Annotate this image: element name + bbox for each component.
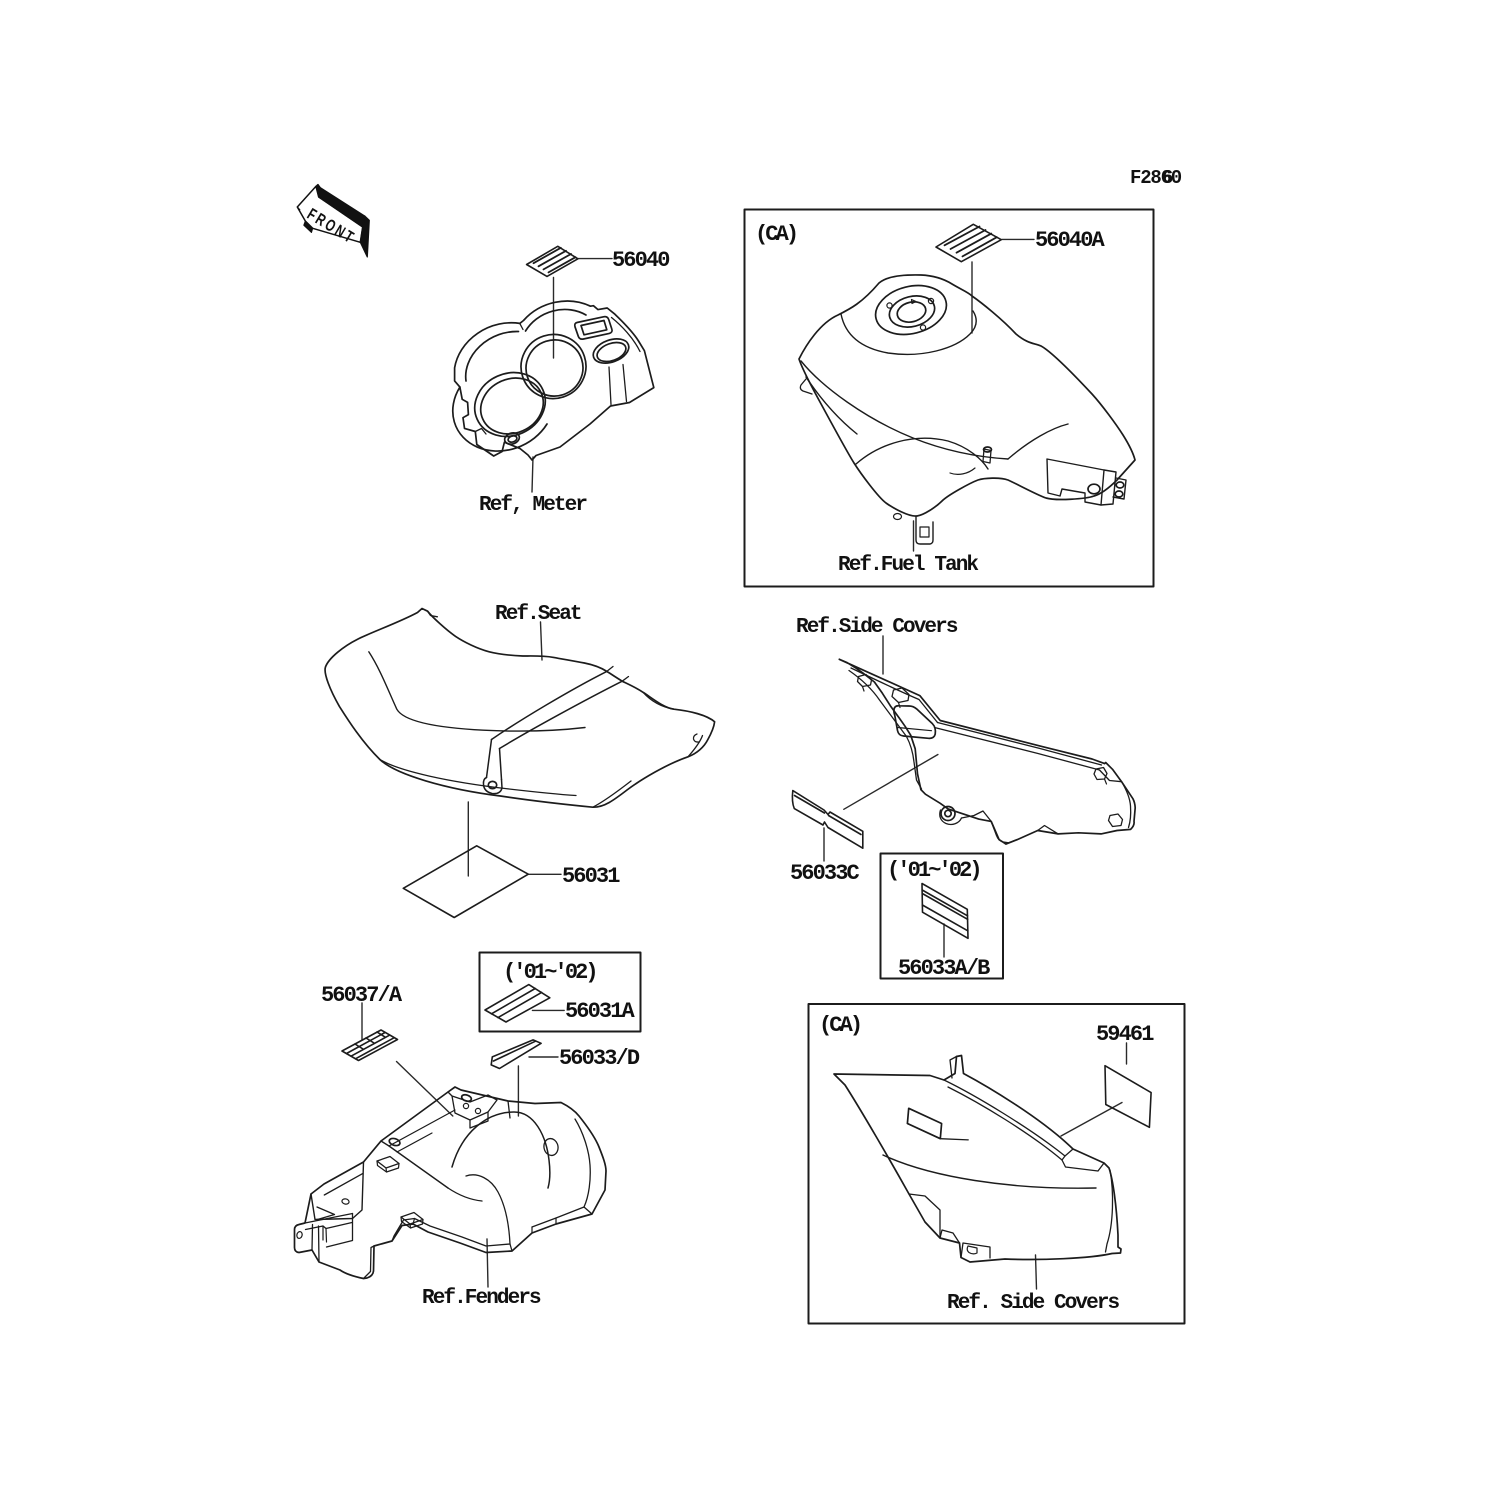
svg-text:6: 6 [1162,167,1173,189]
svg-text:56031A: 56031A [565,999,636,1024]
svg-text:('01~'02): ('01~'02) [887,858,980,883]
svg-text:56033A/B: 56033A/B [898,956,990,981]
svg-text:Ref, Meter: Ref, Meter [479,494,587,517]
svg-text:Ref.Side Covers: Ref.Side Covers [796,616,958,639]
svg-text:(CA): (CA) [755,222,796,247]
svg-text:Ref.Fenders: Ref.Fenders [422,1287,541,1310]
svg-text:Ref.Fuel Tank: Ref.Fuel Tank [838,554,978,577]
svg-text:Ref. Side Covers: Ref. Side Covers [947,1292,1120,1315]
svg-text:56033/D: 56033/D [559,1046,640,1071]
svg-text:56040: 56040 [612,248,669,273]
svg-text:56033C: 56033C [790,861,860,886]
svg-text:59461: 59461 [1096,1022,1154,1047]
svg-text:56031: 56031 [562,864,620,889]
svg-text:Ref.Seat: Ref.Seat [495,603,581,626]
svg-text:56037/A: 56037/A [321,983,403,1008]
svg-text:F2860: F2860 [1130,167,1182,189]
svg-text:(CA): (CA) [819,1013,860,1038]
svg-text:56040A: 56040A [1035,228,1106,253]
svg-text:('01~'02): ('01~'02) [503,960,596,985]
